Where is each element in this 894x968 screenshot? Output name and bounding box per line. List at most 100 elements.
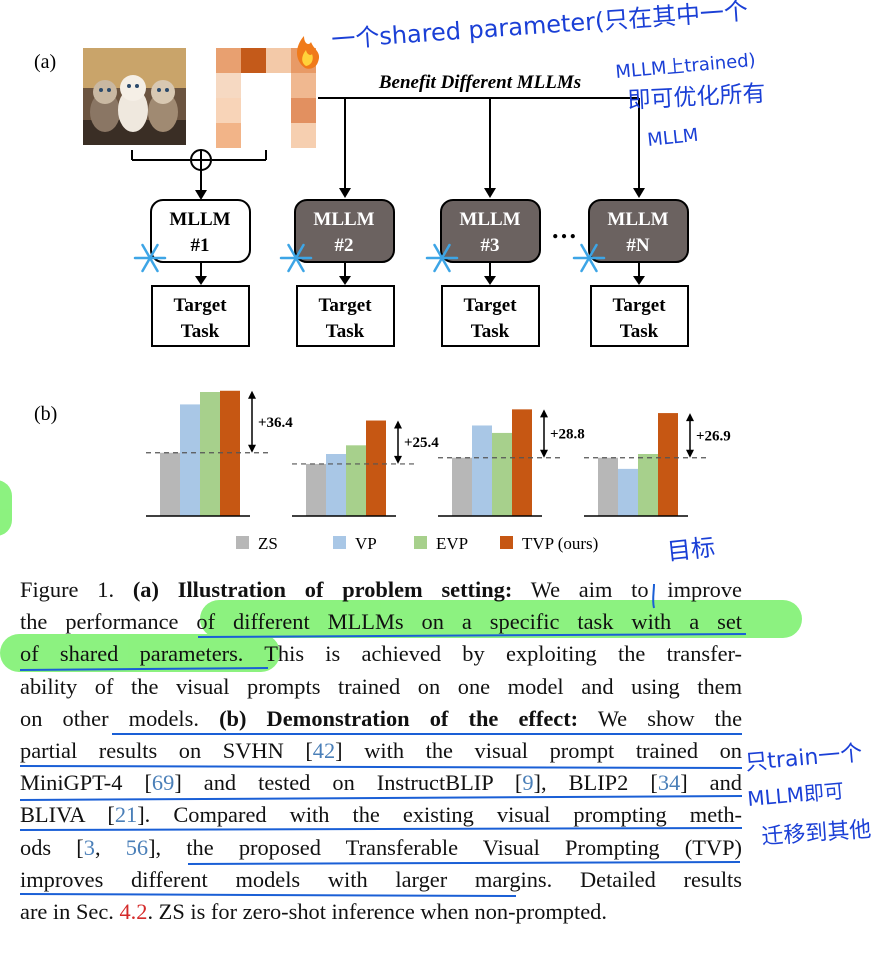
figure-caption: Figure 1. (a) Illustration of problem se…	[20, 574, 742, 928]
gain-arrowhead-down-4	[686, 449, 694, 458]
caption-line-10: improves different models with larger ma…	[20, 866, 742, 892]
svg-text:#1: #1	[191, 235, 210, 256]
bar-3-evp	[492, 432, 512, 516]
gain-arrowhead-down-2	[394, 455, 402, 464]
gain-arrowhead-down-3	[540, 449, 548, 458]
bar-2-tvp	[366, 420, 386, 516]
caption-line-11: are in Sec. 4.2. ZS is for zero-shot inf…	[20, 899, 607, 925]
visual-prompt-grid	[216, 48, 316, 148]
svg-text:MLLM: MLLM	[169, 209, 230, 230]
ellipsis: …	[551, 215, 577, 244]
caption-line-8: BLIVA [21]. Compared with the existing v…	[20, 802, 742, 828]
snowflake-icons	[133, 243, 606, 273]
legend-label-2: VP	[355, 534, 377, 553]
svg-text:#3: #3	[481, 235, 500, 256]
snowflake-icon	[133, 243, 167, 273]
snowflake-icon	[425, 243, 459, 273]
panel-a-label: (a)	[34, 51, 56, 73]
citation-link[interactable]: 9	[522, 770, 534, 796]
gain-arrowhead-up-3	[540, 409, 548, 418]
bar-4-evp	[638, 454, 658, 516]
gain-label-1: +36.4	[258, 415, 293, 431]
bar-2-evp	[346, 445, 366, 516]
svg-text:Target: Target	[173, 295, 227, 316]
connectors	[131, 97, 640, 279]
legend-swatch-3	[414, 536, 427, 549]
caption-line-7: MiniGPT-4 [69] and tested on InstructBLI…	[20, 770, 743, 796]
note-side-1: 只train一个	[744, 741, 863, 776]
gain-arrowhead-up-4	[686, 413, 694, 422]
svg-text:Target: Target	[318, 295, 372, 316]
panel-b-label: (b)	[34, 403, 57, 425]
legend-swatch-4	[500, 536, 513, 549]
citation-link[interactable]: 69	[151, 770, 175, 796]
citation-link[interactable]: 56	[125, 834, 149, 860]
mllm-box-2: MLLM #2	[294, 199, 395, 263]
bar-2-zs	[306, 463, 326, 516]
bar-chart: +36.4 +25.4 +28.8 +26.9	[146, 390, 731, 517]
citation-link[interactable]: 3	[83, 834, 95, 860]
target-task-2: Target Task	[296, 285, 395, 347]
note-top-4: MLLM	[646, 125, 699, 151]
caption-line-1: Figure 1. (a) Illustration of problem se…	[20, 577, 742, 602]
target-task-3: Target Task	[441, 285, 540, 347]
legend-swatch-1	[236, 536, 249, 549]
bar-1-zs	[160, 452, 180, 516]
benefit-label: Benefit Different MLLMs	[378, 72, 581, 93]
target-task-1: Target Task	[151, 285, 250, 347]
gain-arrowhead-up-2	[394, 420, 402, 429]
note-side-2: MLLM即可	[746, 779, 845, 811]
note-top-3: 即可优化所有	[627, 81, 766, 114]
gain-label-2: +25.4	[404, 435, 439, 451]
citation-link[interactable]: 34	[657, 770, 681, 796]
bar-1-vp	[180, 404, 200, 516]
caption-line-2: the performance of different MLLMs on a …	[20, 609, 742, 635]
legend-swatch-2	[333, 536, 346, 549]
svg-text:MLLM: MLLM	[607, 209, 668, 230]
svg-text:Task: Task	[620, 321, 659, 342]
arrowheads	[195, 188, 645, 285]
svg-text:Task: Task	[326, 321, 365, 342]
note-top-1: 一个shared parameter(只在其中一个	[330, 0, 748, 54]
fire-icon	[297, 36, 320, 69]
caption-line-4: ability of the visual prompts trained on…	[20, 673, 742, 699]
gain-label-4: +26.9	[696, 428, 731, 444]
caption-line-6: partial results on SVHN [42] with the vi…	[20, 738, 742, 764]
caption-line-9: ods [3, 56], the proposed Transferable V…	[20, 834, 742, 860]
bar-3-tvp	[512, 409, 532, 516]
bar-3-vp	[472, 425, 492, 516]
svg-text:Task: Task	[471, 321, 510, 342]
svg-text:#2: #2	[335, 235, 354, 256]
gain-arrowhead-up-1	[248, 390, 256, 399]
blue-underlines	[19, 583, 747, 897]
note-side-3: 迁移到其他	[761, 817, 872, 850]
mllm-box-n: MLLM #N	[588, 199, 689, 263]
gain-label-3: +28.8	[550, 427, 585, 443]
svg-text:#N: #N	[626, 235, 650, 256]
note-top-2: MLLM上trained)	[615, 50, 757, 83]
target-task-n: Target Task	[590, 285, 689, 347]
caption-line-3: of shared parameters. This is achieved b…	[20, 641, 742, 667]
bar-4-zs	[598, 457, 618, 516]
note-goal: 目标	[666, 533, 717, 566]
legend-label-1: ZS	[258, 534, 278, 553]
bar-1-evp	[200, 392, 220, 516]
svg-text:Target: Target	[612, 295, 666, 316]
bar-2-vp	[326, 454, 346, 516]
cats-image	[83, 48, 186, 145]
snowflake-icon	[572, 243, 606, 273]
bar-3-zs	[452, 457, 472, 516]
legend-label-3: EVP	[436, 534, 468, 553]
svg-text:Task: Task	[181, 321, 220, 342]
green-highlight	[0, 480, 802, 672]
bar-4-tvp	[658, 413, 678, 516]
citation-link[interactable]: 42	[312, 738, 336, 764]
mllm-box-1: MLLM #1	[150, 199, 251, 263]
bar-1-tvp	[220, 390, 240, 516]
citation-link[interactable]: 21	[114, 802, 138, 828]
svg-text:MLLM: MLLM	[313, 209, 374, 230]
section-link[interactable]: 4.2	[119, 899, 148, 925]
oplus-icon	[190, 149, 212, 171]
caption-line-5: on other models. (b) Demonstration of th…	[20, 705, 743, 731]
